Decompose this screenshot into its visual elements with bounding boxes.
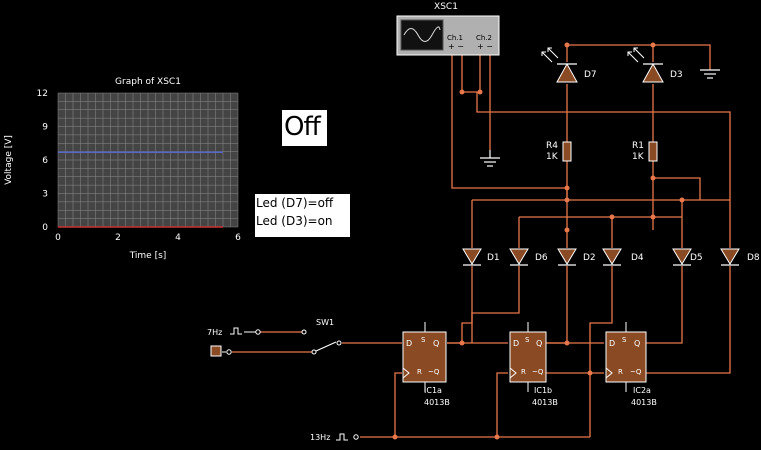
x-tick-label: 2 xyxy=(115,233,121,243)
resistor-r1-name: R1 xyxy=(632,141,644,151)
ic2a-pin-s: S xyxy=(622,336,627,344)
ic1b-name: IC1b xyxy=(534,386,552,395)
ic1b-pin-q: Q xyxy=(536,339,542,348)
clock-source-13hz[interactable]: 13Hz xyxy=(310,433,359,442)
resistor-r4-value: 1K xyxy=(546,152,559,162)
x-tick-label: 4 xyxy=(175,233,181,243)
graph-xsc1[interactable]: Graph of XSC1 0 2 4 6 0 3 6 9 12 Time [s] Voltag… xyxy=(4,77,241,261)
led-d3-label: D3 xyxy=(670,70,683,80)
ic1a-pin-d: D xyxy=(406,339,412,348)
junction-dots xyxy=(392,42,685,440)
resistor-r1[interactable]: R1 1K xyxy=(632,141,658,162)
scope-ch1-polarity: + − xyxy=(448,42,464,51)
diode-d2[interactable]: D2 xyxy=(557,248,596,266)
x-tick-label: 6 xyxy=(235,233,241,243)
diode-d2-label: D2 xyxy=(583,253,596,263)
ic2a-pin-r: R xyxy=(618,368,623,376)
resistor-r4-name: R4 xyxy=(546,141,558,151)
ic2a-pin-qn: ~Q xyxy=(630,368,642,376)
flipflop-ic1a[interactable]: D S Q R ~Q IC1a 4013B xyxy=(402,322,450,407)
y-tick-label: 3 xyxy=(42,190,48,200)
state-text: Off xyxy=(284,112,321,142)
clock-7hz-label: 7Hz xyxy=(207,328,222,337)
graph-series xyxy=(58,151,223,228)
ic1b-pin-s: S xyxy=(525,336,530,344)
diode-d8-label: D8 xyxy=(747,253,760,263)
flipflop-ic1b[interactable]: D S Q R ~Q IC1b 4013B xyxy=(509,322,558,407)
diode-d4[interactable]: D4 xyxy=(602,248,644,266)
ic1a-part: 4013B xyxy=(424,398,450,407)
scope-ch1-label: Ch.1 xyxy=(447,34,463,42)
graph-title: Graph of XSC1 xyxy=(115,77,181,87)
led-d3[interactable]: D3 xyxy=(627,47,683,83)
diode-d5[interactable]: D5 xyxy=(672,248,703,266)
ic1b-pin-qn: ~Q xyxy=(532,368,544,376)
diode-d6[interactable]: D6 xyxy=(509,248,548,266)
y-tick-label: 9 xyxy=(42,123,48,133)
diode-d8[interactable]: D8 xyxy=(720,248,760,266)
wires xyxy=(232,44,731,438)
scope-ch2-polarity: + − xyxy=(477,42,493,51)
diode-d5-label: D5 xyxy=(690,253,703,263)
ground-symbol-scope xyxy=(480,150,500,167)
resistor-r4[interactable]: R4 1K xyxy=(546,141,572,162)
led-status-panel: Led (D7)=off Led (D3)=on xyxy=(255,194,350,237)
graph-ylabel: Voltage [V] xyxy=(4,135,14,185)
logic-input-square[interactable] xyxy=(210,345,232,357)
graph-xlabel: Time [s] xyxy=(129,251,167,261)
clock-13hz-label: 13Hz xyxy=(310,433,330,442)
scope-ch2-label: Ch.2 xyxy=(476,34,492,42)
y-tick-label: 12 xyxy=(37,89,48,99)
diode-d1[interactable]: D1 xyxy=(462,248,500,266)
scope-name: XSC1 xyxy=(434,2,458,12)
ic1b-pin-r: R xyxy=(521,368,526,376)
y-tick-label: 0 xyxy=(42,223,48,233)
oscilloscope-xsc1[interactable]: XSC1 Ch.1 Ch.2 + − + − xyxy=(396,2,500,56)
ic1a-name: IC1a xyxy=(424,386,442,395)
switch-sw1-label: SW1 xyxy=(316,318,334,327)
ic1b-part: 4013B xyxy=(532,398,558,407)
diode-d4-label: D4 xyxy=(631,253,644,263)
state-panel: Off xyxy=(282,110,327,146)
y-tick-label: 6 xyxy=(42,156,48,166)
ground-symbol-leds xyxy=(700,69,720,79)
x-tick-label: 0 xyxy=(55,233,61,243)
graph-ticks: 0 2 4 6 0 3 6 9 12 xyxy=(37,89,242,243)
diode-d6-label: D6 xyxy=(535,253,548,263)
diode-d1-label: D1 xyxy=(487,253,500,263)
ic1a-pin-r: R xyxy=(417,368,422,376)
ic2a-pin-d: D xyxy=(609,339,615,348)
resistor-r1-value: 1K xyxy=(632,152,645,162)
switch-sw1[interactable]: SW1 xyxy=(301,318,342,355)
ic2a-pin-q: Q xyxy=(634,339,640,348)
led-d3-status: Led (D3)=on xyxy=(256,214,333,228)
ic1a-pin-s: S xyxy=(421,336,426,344)
led-d7[interactable]: D7 xyxy=(541,47,597,83)
clock-source-7hz[interactable]: 7Hz xyxy=(207,327,261,337)
ic1a-pin-q: Q xyxy=(433,339,439,348)
led-d7-label: D7 xyxy=(584,70,597,80)
flipflop-ic2a[interactable]: D S Q R ~Q IC2a 4013B xyxy=(605,322,657,407)
ic2a-part: 4013B xyxy=(631,398,657,407)
ic2a-name: IC2a xyxy=(633,386,651,395)
led-d7-status: Led (D7)=off xyxy=(256,196,334,210)
ic1a-pin-qn: ~Q xyxy=(428,368,440,376)
ic1b-pin-d: D xyxy=(513,339,519,348)
